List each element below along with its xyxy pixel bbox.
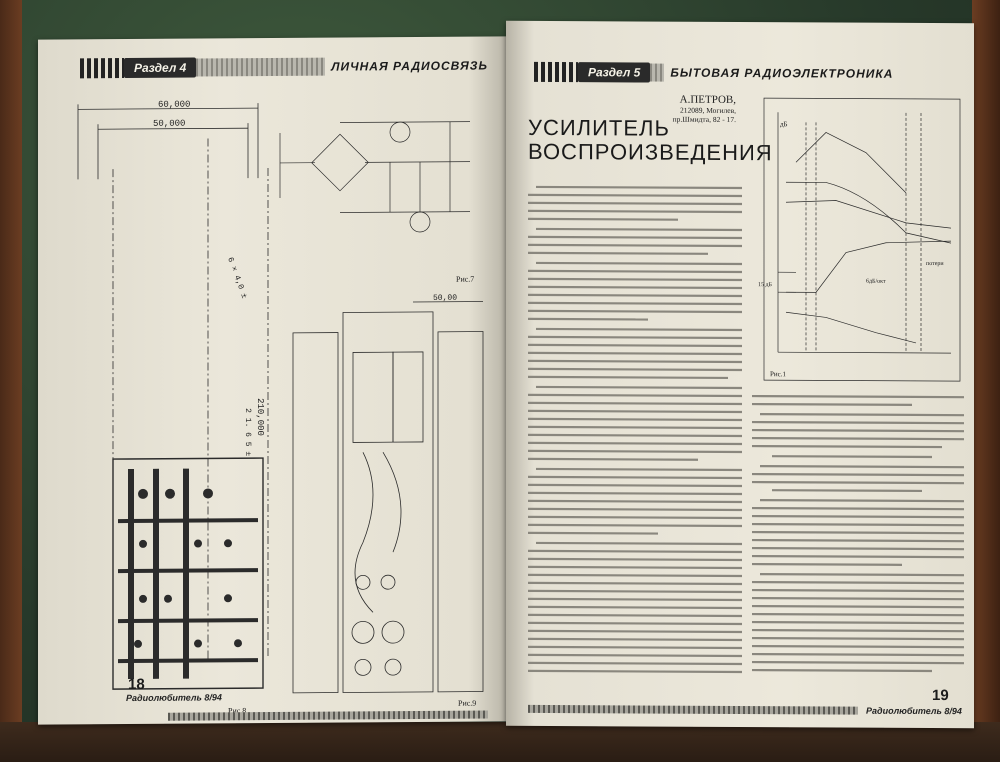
dim-hole: 6 × 4,0 ± bbox=[225, 256, 248, 300]
header-bar bbox=[650, 63, 665, 82]
frequency-response-graph: дБ 15 дБ 6дБ/окт потери Рис.1 bbox=[758, 97, 961, 382]
fig9-label: Рис.9 bbox=[458, 698, 477, 708]
article-text-lines-right bbox=[752, 394, 964, 673]
dim-50: 50,000 bbox=[153, 119, 185, 129]
dim-210: 210,000 bbox=[255, 398, 265, 436]
panel-drawing-fig9: 50,00 bbox=[292, 294, 484, 694]
dim-216: 2 1. 6 5 ± bbox=[243, 408, 252, 456]
right-footer-bar bbox=[528, 704, 858, 715]
graph-6db-label: 6дБ/окт bbox=[866, 279, 886, 285]
header-stripes bbox=[80, 58, 124, 79]
left-page-header: Раздел 4 ЛИЧНАЯ РАДИОСВЯЗЬ bbox=[80, 52, 494, 81]
graph-losses-label: потери bbox=[926, 261, 944, 267]
header-bar bbox=[196, 57, 326, 77]
left-footer-bar bbox=[168, 710, 488, 721]
section-title: БЫТОВАЯ РАДИОЭЛЕКТРОНИКА bbox=[670, 65, 894, 81]
schematic-fig7 bbox=[279, 121, 470, 233]
section-title: ЛИЧНАЯ РАДИОСВЯЗЬ bbox=[331, 58, 488, 74]
section-badge: Раздел 4 bbox=[124, 57, 197, 79]
section-badge: Раздел 5 bbox=[578, 62, 651, 83]
header-stripes bbox=[534, 61, 578, 83]
left-magazine-name: Радиолюбитель 8/94 bbox=[126, 692, 222, 704]
graph-15db-label: 15 дБ bbox=[758, 282, 773, 288]
table-edge-bottom bbox=[0, 722, 1000, 762]
article-title-line2: ВОСПРОИЗВЕДЕНИЯ bbox=[528, 138, 773, 166]
left-page-number: 18 bbox=[128, 675, 145, 694]
author-name: А.ПЕТРОВ, bbox=[679, 93, 736, 106]
right-magazine-name: Радиолюбитель 8/94 bbox=[866, 705, 962, 717]
right-page-header: Раздел 5 БЫТОВАЯ РАДИОЭЛЕКТРОНИКА bbox=[534, 59, 964, 87]
article-text-lines-left bbox=[528, 185, 742, 674]
right-page: Раздел 5 БЫТОВАЯ РАДИОЭЛЕКТРОНИКА А.ПЕТР… bbox=[506, 20, 974, 729]
article-title-line1: УСИЛИТЕЛЬ bbox=[528, 114, 670, 141]
pcb-drawing: 60,000 50,000 210,000 2 1. 6 5 ± 6 × 4,0… bbox=[77, 100, 269, 690]
table-edge-left bbox=[0, 0, 22, 762]
article-title: УСИЛИТЕЛЬ ВОСПРОИЗВЕДЕНИЯ bbox=[528, 114, 773, 166]
table-edge-right bbox=[972, 0, 1000, 762]
dim-50-panel: 50,00 bbox=[433, 294, 457, 303]
dim-60: 60,000 bbox=[158, 100, 190, 110]
left-page: Раздел 4 ЛИЧНАЯ РАДИОСВЯЗЬ bbox=[38, 36, 506, 725]
fig7-label: Рис.7 bbox=[456, 274, 475, 284]
graph-db-label: дБ bbox=[780, 120, 788, 128]
right-page-number: 19 bbox=[932, 687, 949, 705]
fig1-label: Рис.1 bbox=[770, 370, 786, 378]
